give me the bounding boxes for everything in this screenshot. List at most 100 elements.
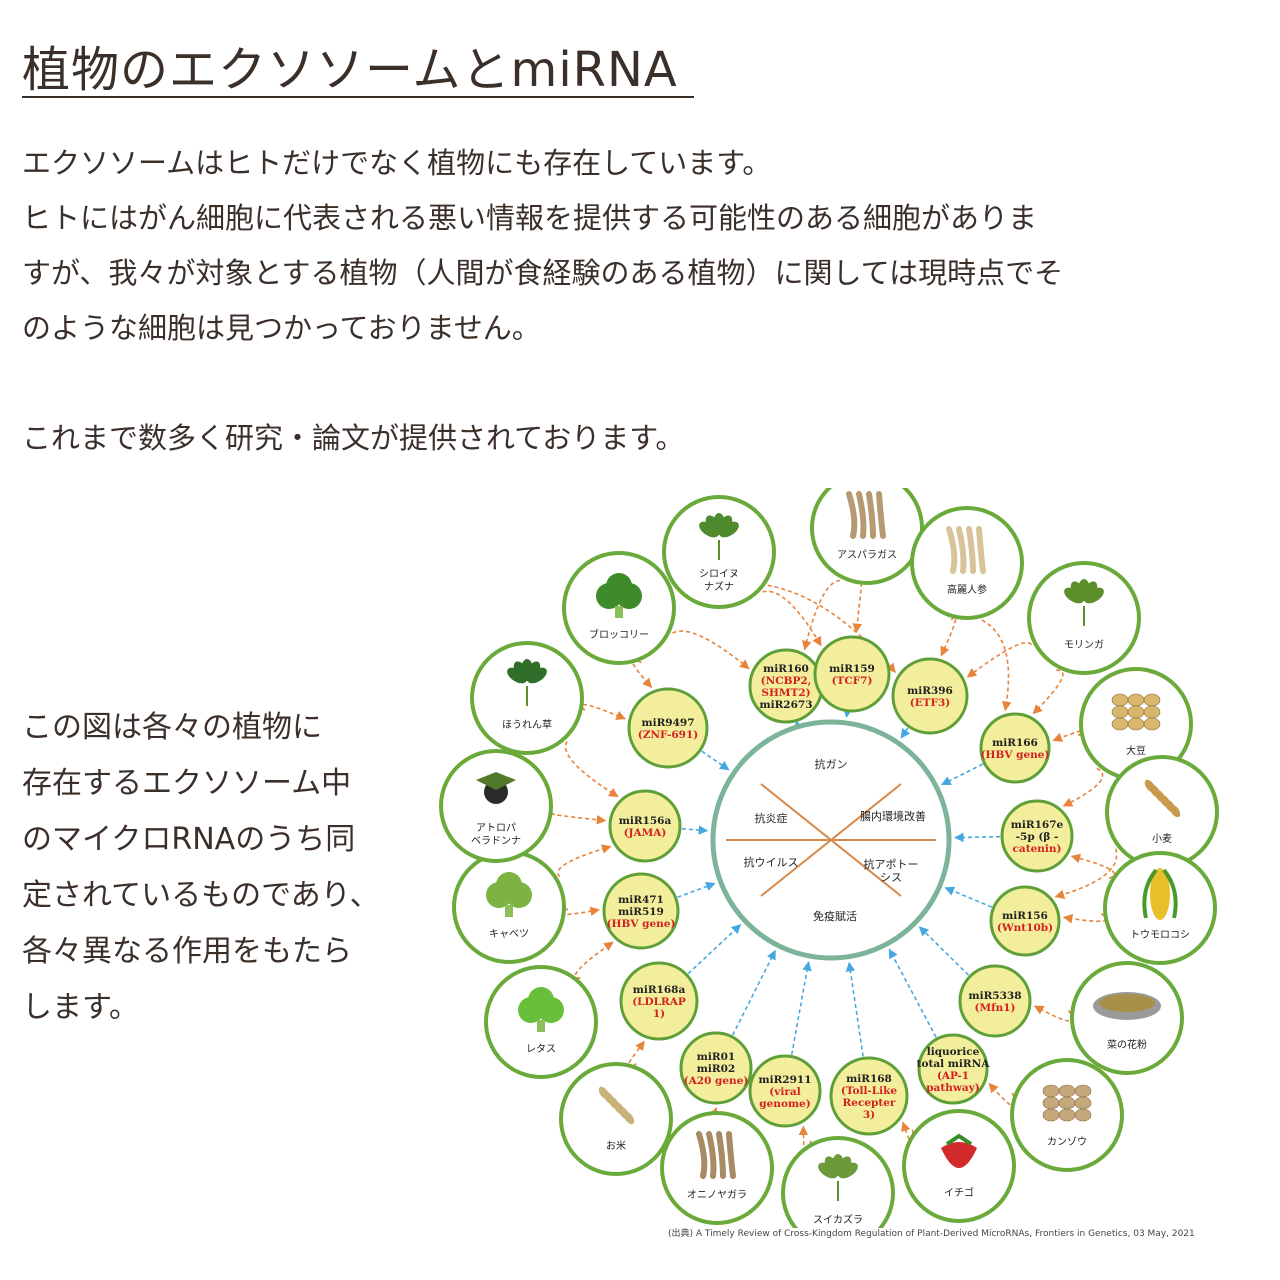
plant-label: カンゾウ [1047,1136,1087,1148]
mirna-name: miR9497 [641,717,694,729]
caption-line-2: 存在するエクソソーム中 [22,766,352,801]
corn-icon [1142,868,1178,920]
plant-label: アスパラガス [837,549,897,561]
plant-to-mirna-arrow [802,579,841,651]
caption-line-5: 各々異なる作用をもたら [22,934,352,969]
plant-label: ほうれん草 [502,719,552,731]
plant-to-mirna-arrow [557,844,612,878]
mirna-name: miR471 [618,894,664,906]
broccoli-icon [596,573,642,618]
caption-line-6: します。 [22,990,139,1025]
mirna-node: miR396(ETF3) [891,657,969,735]
plant-node: オニノヤガラ [660,1111,774,1225]
mirna-name: miR168a [633,984,686,996]
mirna-name: miR159 [829,663,875,675]
plant-node: 菜の花粉 [1070,961,1184,1075]
mirna-target: (viral [769,1086,800,1098]
mirna-target: (Toll-Like [841,1085,898,1097]
mirna-to-effect-arrow [845,961,864,1057]
mirna-name: total miRNA [917,1058,991,1070]
effect-label: 抗アポトー [864,857,919,871]
soybeans-icon [1111,693,1161,731]
intro-line-1: エクソソームはヒトだけでなく植物にも存在しています。 [22,146,772,180]
plant-to-mirna-arrow [852,584,863,634]
plant-node: トウモロコシ [1103,851,1217,965]
plant-to-mirna-arrow [966,641,1033,678]
plant-node: キャベツ [452,850,566,964]
plant-to-mirna-arrow [672,630,750,670]
effect-label: 抗ウイルス [744,855,799,869]
plant-label: スイカズラ [813,1213,863,1226]
plant-label: モリンガ [1064,639,1104,651]
mirna-target: 1) [653,1008,665,1020]
plant-to-mirna-arrow [981,619,1012,712]
plant-to-mirna-arrow [631,658,653,689]
plant-node: レタス [484,965,598,1079]
mirna-target: (ZNF-691) [638,729,698,741]
mirna-name: miR396 [907,685,953,697]
honeysuckle-icon [818,1154,858,1201]
mirna-node: miR156a(JAMA) [608,789,682,863]
mirna-to-effect-arrow [941,763,984,786]
mirna-node: miR9497(ZNF-691) [627,687,709,769]
mirna-target: (NCBP2, [761,675,812,687]
mirna-to-effect-arrow [790,961,812,1055]
mirna-target: (ETF3) [910,697,951,709]
mirna-node: miR5338(Mfn1) [958,964,1032,1038]
mirna-node: miR160(NCBP2,SHMT2)miR2673 [748,648,824,724]
mirna-to-effect-arrow [687,924,742,975]
spinach-icon [507,659,547,706]
mirna-target: (HBV gene) [981,749,1050,761]
mirna-to-effect-arrow [954,832,1001,843]
mirna-name: miR167e [1011,819,1064,831]
rice-icon [598,1086,635,1125]
mirna-target: (Mfn1) [974,1002,1015,1014]
plant-to-mirna-arrow [551,813,607,825]
mirna-to-effect-arrow [731,949,776,1036]
caption-line-4: 定されているものであり、 [22,878,380,913]
title-underline [22,96,694,98]
plant-node: 高麗人参 [910,506,1024,620]
plant-node: モリンガ [1027,561,1141,675]
plant-to-mirna-arrow [564,740,619,798]
strawberry-icon [941,1133,977,1168]
mirna-target: Recepter [843,1097,896,1109]
mirna-target: catenin) [1013,843,1062,855]
asparagus-root-icon [846,491,886,539]
plant-node: カンゾウ [1010,1058,1124,1172]
mirna-ring: miR160(NCBP2,SHMT2)miR2673miR159(TCF7)mi… [602,635,1074,1136]
plant-ring: シロイヌナズナアスパラガス高麗人参モリンガ大豆小麦トウモロコシ菜の花粉カンゾウイ… [439,488,1219,1228]
plant-to-mirna-arrow [762,590,822,647]
mirna-target: (HBV gene) [607,918,676,930]
mirna-name: miR156 [1002,910,1048,922]
mirna-to-effect-arrow [944,886,993,908]
mirna-to-effect-arrow [900,727,911,739]
plant-to-mirna-arrow [581,703,626,720]
mirna-name: miR5338 [968,990,1021,1002]
mirna-node: miR156(Wnt10b) [989,885,1061,957]
arabidopsis-plant-icon [699,513,739,560]
effect-label: 腸内環境改善 [860,809,926,823]
research-line: これまで数多く研究・論文が提供されております。 [22,421,685,455]
caption-line-3: のマイクロRNAのうち同 [22,822,356,857]
mirna-target: (Wnt10b) [997,922,1053,934]
plant-label: 小麦 [1152,833,1172,845]
mirna-to-effect-arrow [842,707,853,718]
intro-line-2: ヒトにはがん細胞に代表される悪い情報を提供する可能性のある細胞がありま [22,201,1038,235]
plant-node: アスパラガス [810,488,924,585]
diagram-caption: この図は各々の植物に 存在するエクソソーム中 のマイクロRNAのうち同 定されて… [22,700,422,1036]
licorice-icon [1042,1084,1092,1122]
plant-label: 高麗人参 [947,583,987,596]
intro-line-3: すが、我々が対象とする植物（人間が食経験のある植物）に関しては現時点でそ [22,256,1064,290]
mirna-name: miR2673 [759,699,812,711]
plant-label: ベラドンナ [471,835,521,847]
mirna-name: miR156a [619,815,672,827]
